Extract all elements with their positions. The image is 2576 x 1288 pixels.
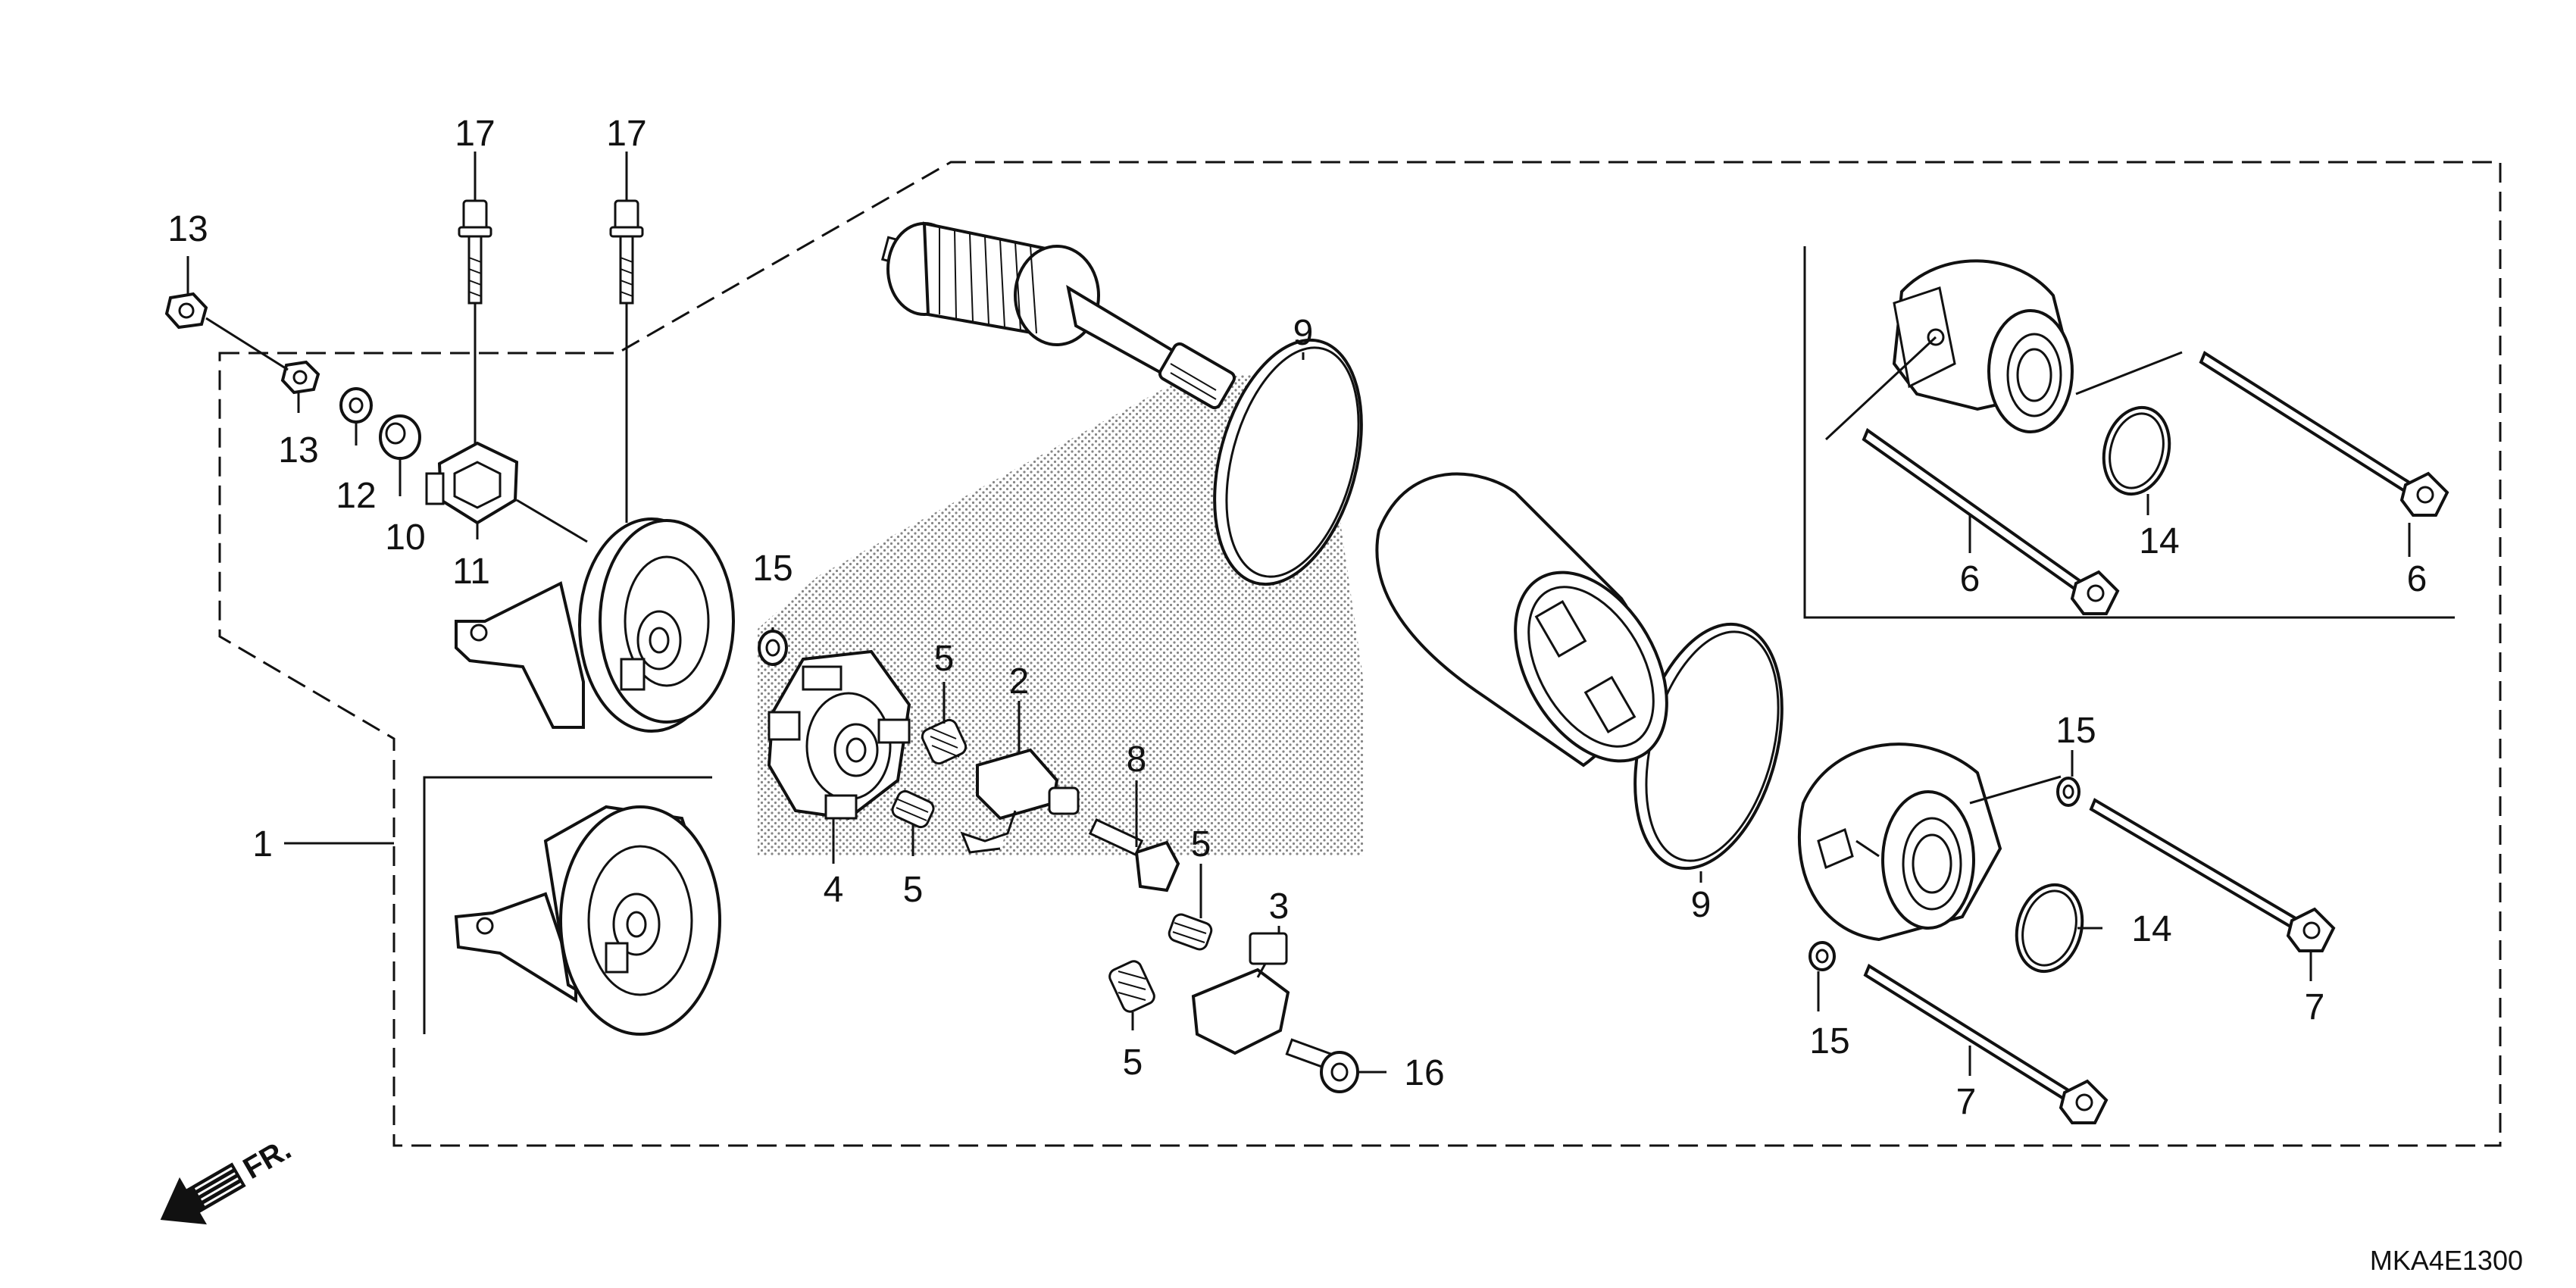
label-17-left: 17 bbox=[455, 114, 495, 154]
brush-plate-3 bbox=[1191, 932, 1290, 1055]
label-3: 3 bbox=[1269, 886, 1290, 927]
label-6-left: 6 bbox=[1960, 559, 1980, 599]
label-7-right: 7 bbox=[2305, 987, 2325, 1027]
bolt-6-left bbox=[1862, 427, 2120, 615]
brush-terminal-2 bbox=[960, 748, 1080, 854]
terminal-11 bbox=[425, 441, 519, 525]
label-7-bottom: 7 bbox=[1956, 1082, 1977, 1122]
bolt-7-right bbox=[2089, 798, 2336, 952]
variant-box-left bbox=[423, 776, 712, 1034]
label-4: 4 bbox=[824, 870, 844, 910]
bolt-6-right bbox=[2199, 351, 2449, 517]
label-17-right: 17 bbox=[606, 114, 646, 154]
label-14-top: 14 bbox=[2139, 521, 2179, 561]
bolt-17-right bbox=[609, 199, 644, 305]
front-cover-alt bbox=[1892, 259, 2074, 433]
diagram-code: MKA4E1300 bbox=[2370, 1245, 2523, 1276]
spring-5-a bbox=[921, 718, 968, 765]
label-15-right-bottom: 15 bbox=[1809, 1021, 1849, 1061]
variant-box-top-right bbox=[1803, 246, 2455, 619]
label-2: 2 bbox=[1009, 661, 1030, 702]
label-8: 8 bbox=[1127, 739, 1147, 780]
o-ring-9-bottom bbox=[1633, 622, 1784, 871]
label-6-right: 6 bbox=[2407, 559, 2428, 599]
label-16: 16 bbox=[1404, 1053, 1444, 1093]
label-5-a: 5 bbox=[934, 639, 955, 679]
spring-5-c bbox=[1168, 913, 1213, 951]
label-13-lower: 13 bbox=[278, 430, 318, 470]
label-11: 11 bbox=[452, 552, 490, 592]
o-ring-14-top bbox=[2102, 405, 2171, 496]
washer-12 bbox=[339, 387, 373, 424]
label-9-bottom: 9 bbox=[1691, 885, 1712, 925]
callout-labels: 17 17 13 13 12 10 11 15 5 2 8 4 5 5 3 5 … bbox=[167, 114, 2427, 1122]
front-direction-arrow: FR. bbox=[160, 1133, 297, 1225]
bushing-10 bbox=[379, 414, 421, 460]
label-13-top: 13 bbox=[167, 209, 208, 249]
label-15-left: 15 bbox=[752, 549, 792, 589]
washer-15-right-top bbox=[2056, 777, 2080, 807]
label-1: 1 bbox=[252, 824, 273, 864]
washer-15-left bbox=[758, 630, 788, 666]
front-cover bbox=[1797, 742, 2002, 942]
o-ring-9-top bbox=[1213, 338, 1363, 586]
label-15-right-top: 15 bbox=[2055, 711, 2096, 751]
label-9-top: 9 bbox=[1293, 313, 1314, 353]
rear-cover-bracket bbox=[455, 517, 735, 733]
brush-holder-4 bbox=[767, 649, 911, 821]
bolt-17-left bbox=[458, 199, 492, 305]
label-5-c: 5 bbox=[1191, 824, 1211, 864]
label-14-bottom: 14 bbox=[2131, 909, 2171, 949]
armature bbox=[880, 221, 1236, 410]
motor-yoke bbox=[1375, 472, 1668, 767]
spring-5-d bbox=[1108, 960, 1155, 1013]
assembly-outline bbox=[218, 161, 2502, 1147]
washer-15-right-bottom bbox=[1809, 941, 1836, 971]
screw-16 bbox=[1285, 1038, 1359, 1093]
spring-5-b bbox=[891, 789, 935, 829]
bolt-7-bottom bbox=[1863, 964, 2109, 1124]
nut-13-top bbox=[164, 292, 208, 330]
label-12: 12 bbox=[336, 476, 376, 516]
front-mark-label: FR. bbox=[238, 1133, 297, 1186]
nut-13-lower bbox=[280, 360, 320, 395]
leader-lines bbox=[186, 152, 2411, 1076]
label-5-b: 5 bbox=[903, 870, 924, 910]
o-ring-14-bottom bbox=[2015, 883, 2084, 974]
terminal-bolt-8 bbox=[1088, 818, 1180, 893]
label-5-d: 5 bbox=[1123, 1043, 1143, 1083]
rear-cover-alt bbox=[454, 805, 721, 1036]
label-10: 10 bbox=[385, 517, 425, 558]
